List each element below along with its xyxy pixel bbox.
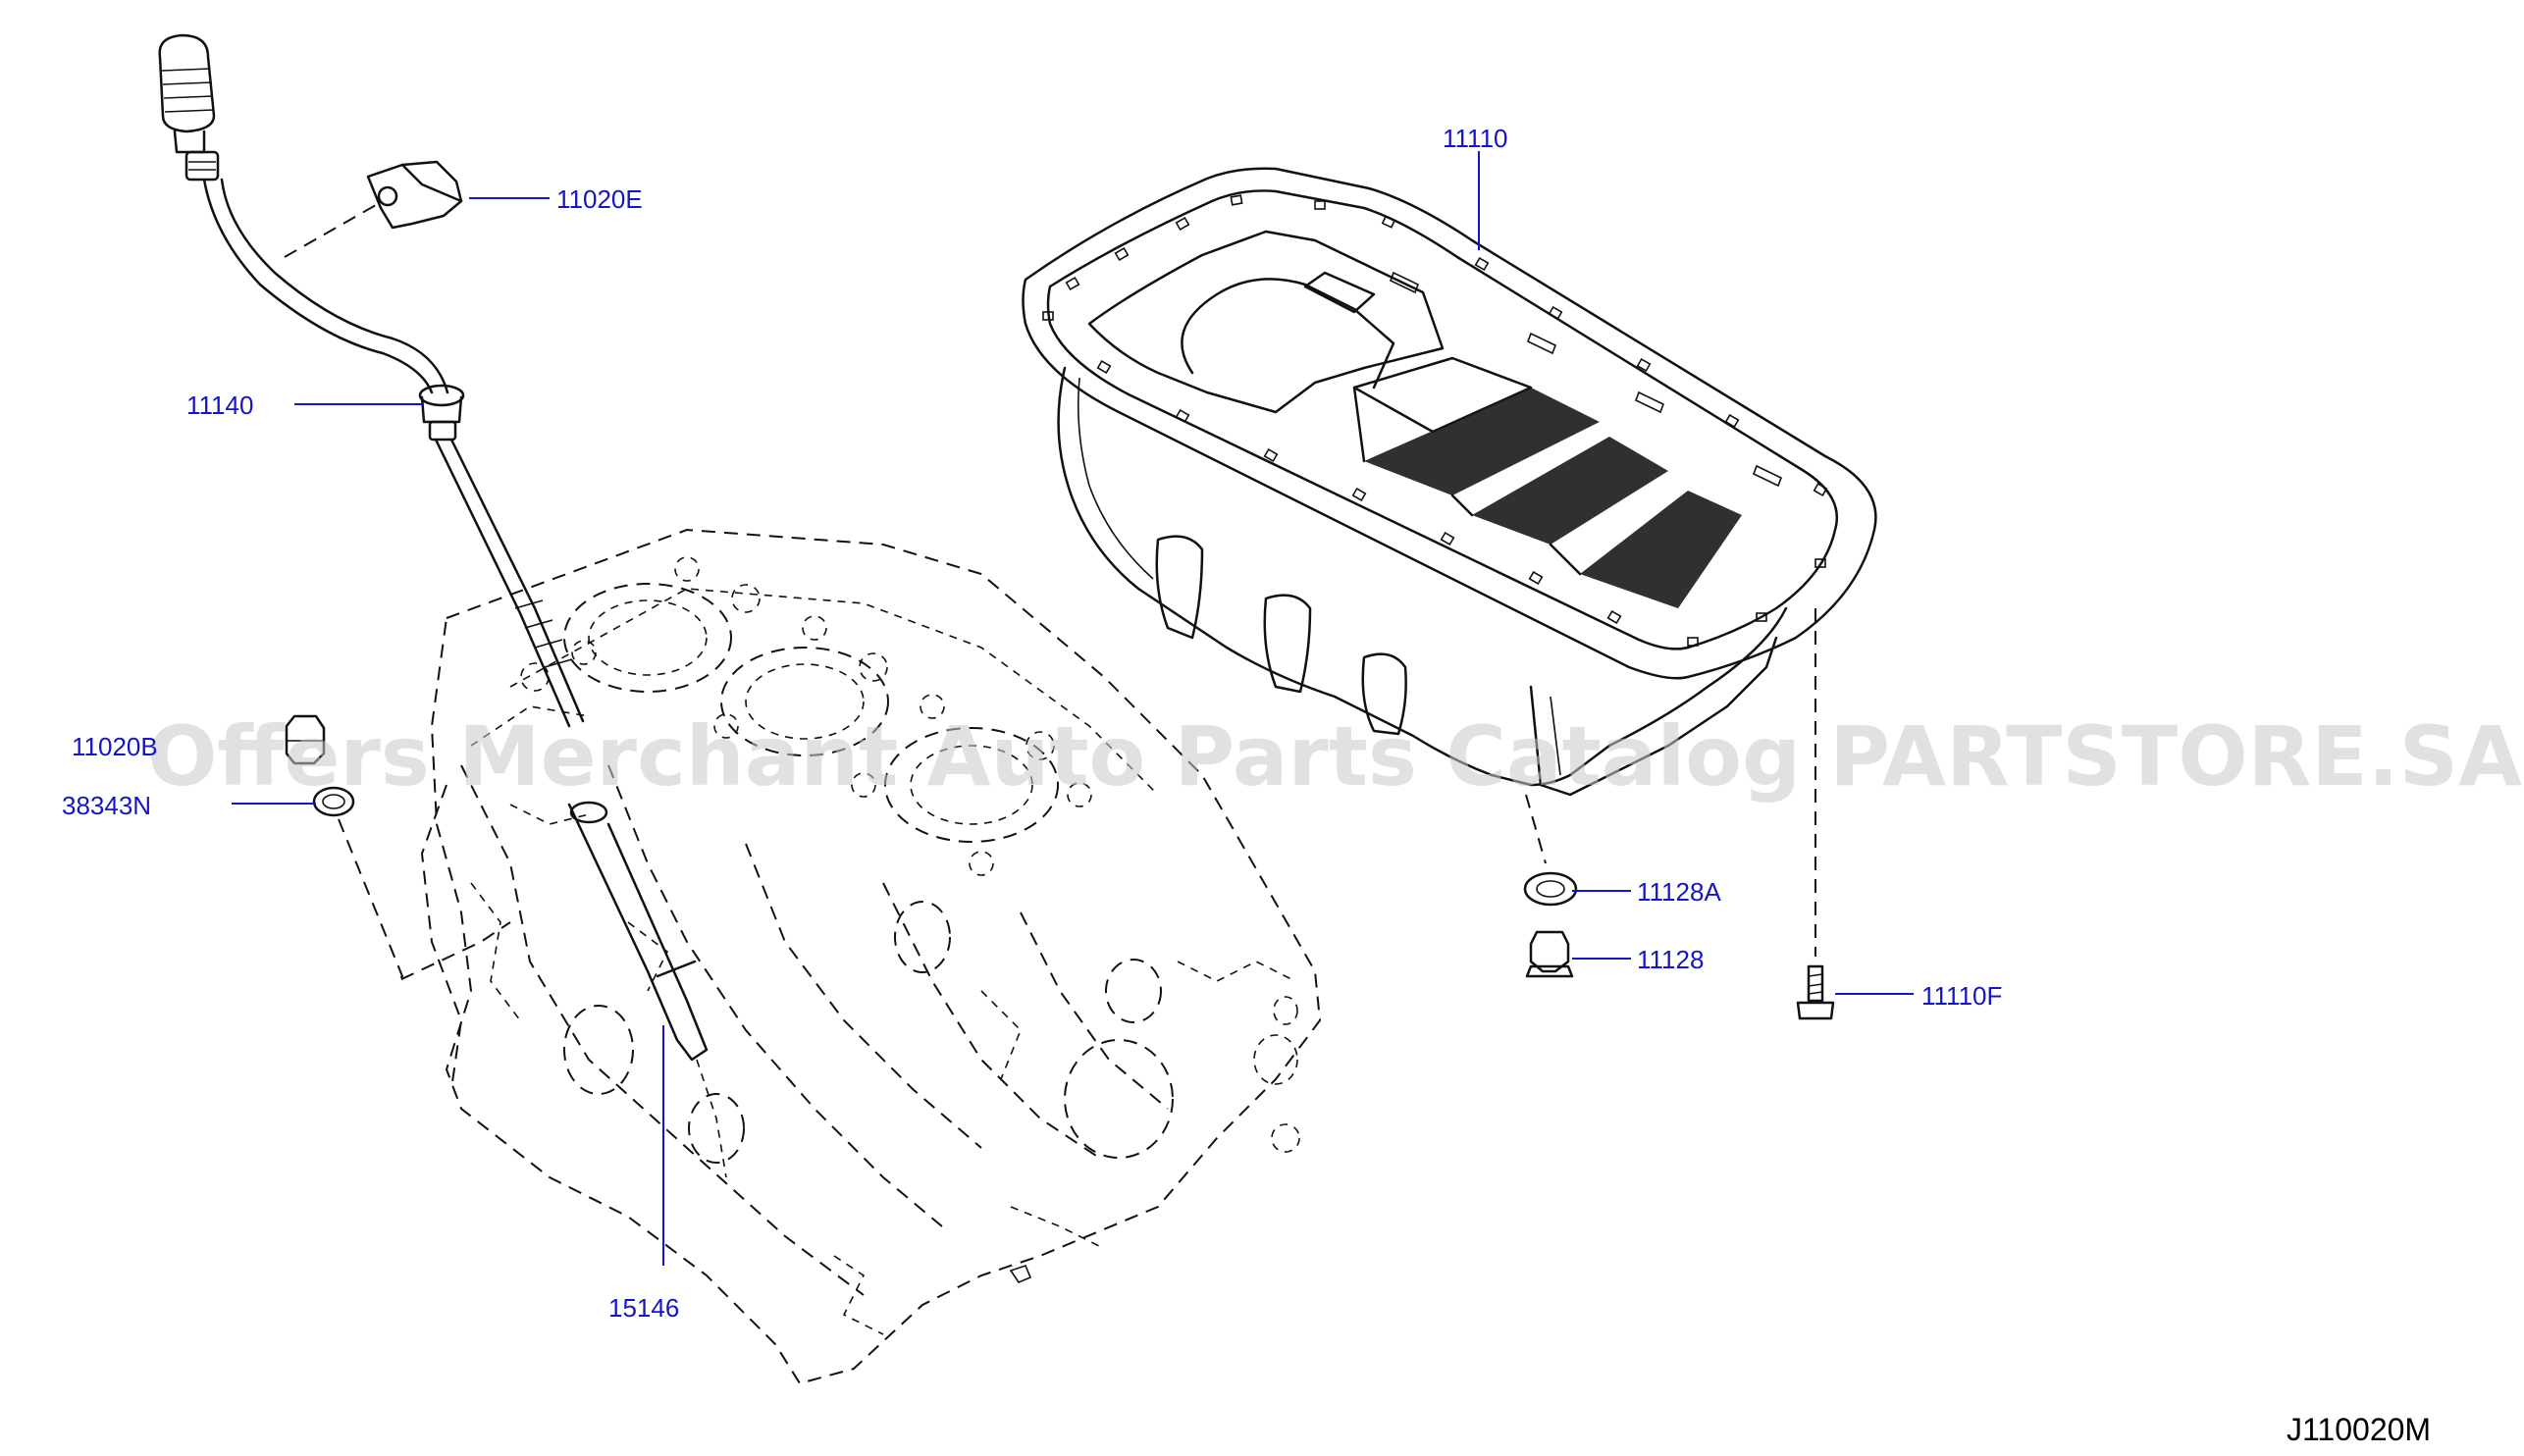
part-label-15146[interactable]: 15146 bbox=[608, 1293, 679, 1323]
part-label-11128a[interactable]: 11128A bbox=[1637, 877, 1721, 907]
part-label-11110f[interactable]: 11110F bbox=[1921, 981, 2002, 1011]
part-label-11020b[interactable]: 11020B bbox=[72, 732, 158, 761]
engine-block-outline bbox=[420, 528, 1322, 1385]
part-label-11128[interactable]: 11128 bbox=[1637, 945, 1704, 974]
diagram-code: J110020M bbox=[2287, 1412, 2431, 1447]
part-label-11110[interactable]: 11110 bbox=[1443, 124, 1508, 153]
leader-lines bbox=[232, 151, 1914, 1266]
gauge-bracket-part bbox=[366, 160, 463, 230]
part-label-11140[interactable]: 11140 bbox=[186, 390, 253, 420]
drain-plug-parts bbox=[1523, 608, 1835, 1020]
oil-pan-part bbox=[1022, 167, 1877, 797]
watermark-text: Offers Merchant Auto Parts Catalog PARTS… bbox=[147, 708, 2522, 805]
part-label-11020e[interactable]: 11020E bbox=[556, 184, 643, 214]
part-label-38343n[interactable]: 38343N bbox=[62, 791, 151, 820]
oil-level-gauge bbox=[158, 33, 727, 1178]
small-parts-left bbox=[285, 714, 511, 982]
